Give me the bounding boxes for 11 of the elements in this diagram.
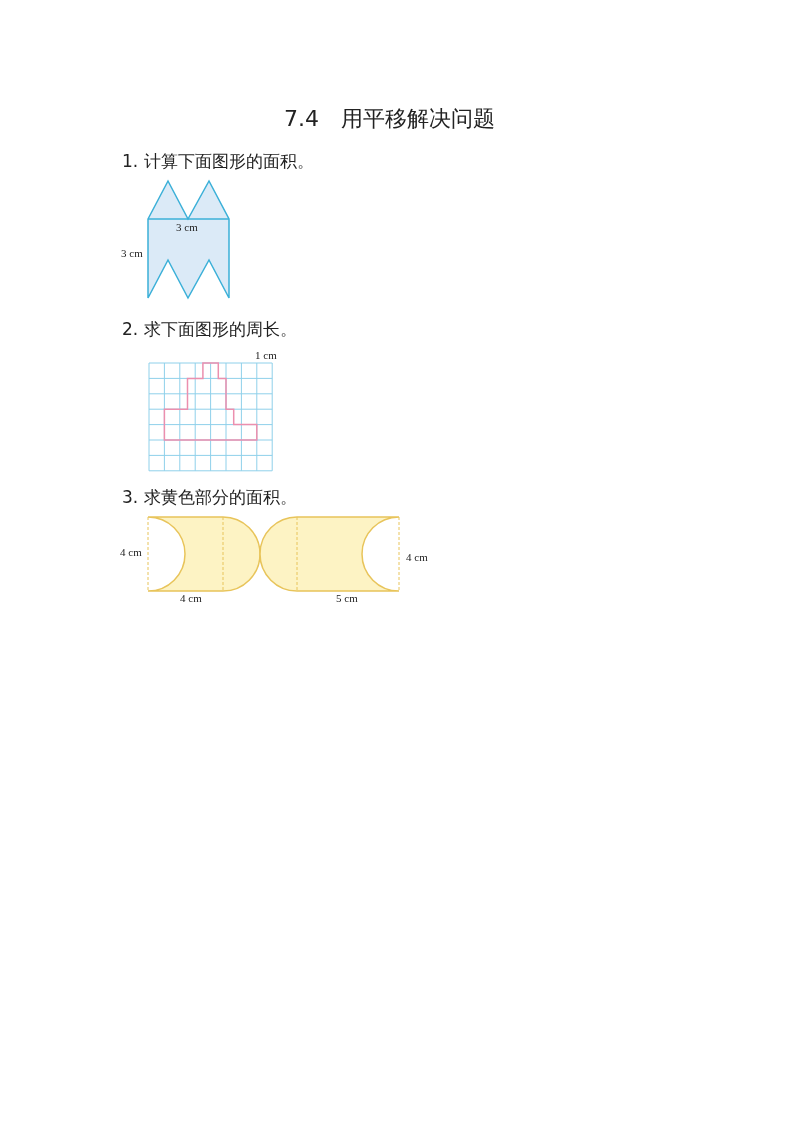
dimension-label: 4 cm	[180, 592, 202, 604]
worksheet-title: 7.4 用平移解决问题	[284, 105, 495, 133]
question-text: 3. 求黄色部分的面积。	[122, 486, 297, 509]
question-text: 1. 计算下面图形的面积。	[122, 150, 314, 173]
question-text: 2. 求下面图形的周长。	[122, 318, 297, 341]
dimension-label: 4 cm	[406, 551, 428, 563]
dimension-label: 1 cm	[255, 349, 277, 361]
dimension-label: 3 cm	[121, 247, 143, 259]
dimension-label: 4 cm	[120, 546, 142, 558]
dimension-label: 3 cm	[176, 221, 198, 233]
dimension-label: 5 cm	[336, 592, 358, 604]
